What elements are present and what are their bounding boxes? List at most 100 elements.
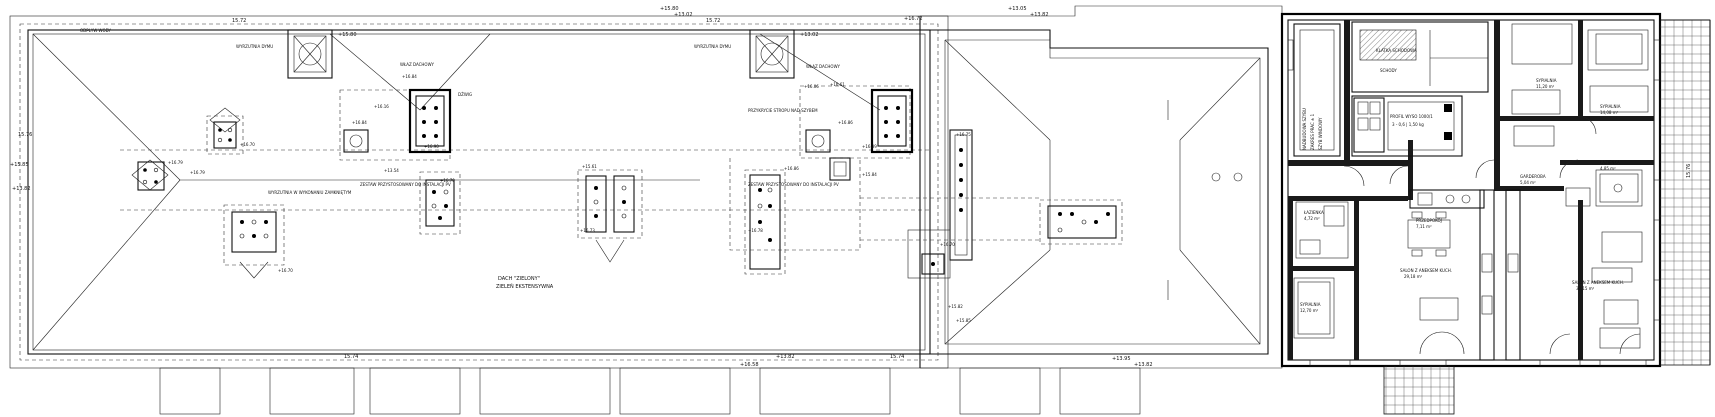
chimney: [223, 204, 285, 279]
room-name: SALON Z ANEKSEM KUCH.: [1400, 268, 1452, 273]
slab-note: PRZYKRYCIE STROPU NAD SZYBEM: [748, 108, 818, 113]
dining-table-right: [1591, 231, 1643, 349]
room-name: GARDEROBA: [1520, 174, 1546, 179]
level-annotations: +15.80 +13.02 15.72 +15.80 +13.02 15.72 …: [10, 6, 1692, 368]
level-label: 15.74: [890, 354, 904, 360]
bedroom-top: [1511, 23, 1649, 147]
elevator-shaft-left: [287, 29, 333, 79]
level-label: +16.39: [862, 144, 877, 149]
bathroom: [1565, 169, 1643, 207]
stair-core: [1293, 21, 1489, 157]
room-name: SYPIALNIA: [1600, 104, 1621, 109]
right-elevation: 15.76: [1686, 164, 1692, 178]
vent-closed-note: WYRZUTNIA W WYKONANIU ZAMKNIĘTYM: [268, 190, 352, 195]
dining-table-left: [1407, 211, 1459, 321]
room-name: ŁAZIENKA: [1303, 210, 1324, 215]
roof-notes: DACH "ZIELONY" ZIELEŃ EKSTENSYWNA WYRZUT…: [80, 28, 841, 290]
level-label: +16.70: [240, 142, 255, 147]
room-area: 14,08 m²: [1600, 110, 1619, 115]
level-label: +15.85: [956, 318, 971, 323]
level-label: 15.76: [18, 132, 32, 138]
level-label: +13.82: [776, 354, 795, 360]
chimney: [829, 157, 851, 181]
level-label: +16.70: [440, 178, 455, 183]
level-label: +15.61: [582, 164, 597, 169]
chimney: [131, 159, 169, 191]
room-name: ŁAZIENKA: [1599, 160, 1620, 165]
lift-dims: PROFIL WYSO 1000/1: [1390, 114, 1433, 119]
level-label: +15.84: [862, 172, 877, 177]
room-area: 7,11 m²: [1416, 224, 1432, 229]
windows: [1287, 39, 1661, 367]
level-label: +16.73: [580, 228, 595, 233]
level-label: +13.82: [1030, 12, 1049, 18]
level-label: +16.90: [424, 144, 439, 149]
room-area: 12,70 m²: [1300, 308, 1319, 313]
level-label: +16.84: [402, 74, 417, 79]
level-label: +16.61: [830, 82, 845, 87]
level-label: +15.82: [948, 304, 963, 309]
lobby-label: KLATKA SCHODOWA: [1376, 48, 1417, 53]
room-name: SYPIALNIA: [1300, 302, 1321, 307]
roof-middle: [920, 5, 1283, 369]
lift-note: SZYB WINDOWY: [1318, 117, 1323, 150]
room-area: 4,72 m²: [1304, 216, 1320, 221]
level-label: +16.78: [748, 228, 763, 233]
level-label: 15.72: [232, 18, 246, 24]
room-name: SALON Z ANEKSEM KUCH.: [1572, 280, 1624, 285]
bottom-bays: [159, 367, 1141, 415]
green-roof-sub: ZIELEŃ EKSTENSYWNA: [496, 283, 554, 290]
bathroom-left: [1293, 201, 1349, 339]
room-name: PRZEDPOKÓJ: [1416, 218, 1442, 223]
level-label: 15.74: [344, 354, 358, 360]
level-label: +13.82: [1134, 362, 1153, 368]
room-name: SYPIALNIA: [1536, 78, 1557, 83]
level-label: +15.80: [660, 6, 679, 12]
lift-note: NADBUDOWA SZYBU: [1302, 108, 1307, 150]
level-label: +16.86: [838, 120, 853, 125]
vent-strip: [907, 129, 973, 279]
chimney: [419, 171, 461, 235]
chimney: [577, 169, 643, 263]
room-area: 4,85 m²: [1600, 166, 1616, 171]
room-area: 5,04 m²: [1520, 180, 1536, 185]
room-area: 11,20 m²: [1536, 84, 1555, 89]
level-label: +15.80: [338, 32, 357, 38]
level-label: +16.58: [740, 362, 759, 368]
hatch-note: WŁAZ DACHOWY: [806, 64, 841, 69]
level-label: +16.84: [352, 120, 367, 125]
level-label: +16.79: [190, 170, 205, 175]
drain-note: ODPŁYW WODY: [80, 28, 112, 33]
level-label: +13.82: [12, 186, 31, 192]
chimney: [744, 169, 786, 275]
level-label: 15.72: [706, 18, 720, 24]
pv-note: ZESTAW PRZYSTOSOWANY DO INSTALACJI PV: [360, 182, 451, 187]
level-label: +16.16: [374, 104, 389, 109]
elevator-shaft-middle: [749, 29, 795, 79]
level-label: +16.75: [956, 132, 971, 137]
lift-dims: 3 - 0,6 | 1,50 kg: [1392, 122, 1424, 127]
elevator-note: DŹWIG: [458, 92, 472, 97]
level-label: +13.02: [674, 12, 693, 18]
level-label: +15.85: [10, 162, 29, 168]
vent-note: WYRZUTNIA DYMU: [236, 44, 273, 49]
green-roof-label: DACH "ZIELONY": [498, 276, 540, 282]
lift-note: ZAKRES PRAC ± 1: [1310, 113, 1315, 150]
apartment-floor-plan: [1280, 12, 1711, 415]
room-area: 30,15 m²: [1576, 286, 1595, 291]
stair-label: SCHODY: [1380, 68, 1397, 73]
chimney: [206, 107, 244, 155]
pv-note: ZESTAW PRZYSTOSOWANY DO INSTALACJI PV: [748, 182, 839, 187]
hatch-note: WŁAZ DACHOWY: [400, 62, 435, 67]
vent-note: WYRZUTNIA DYMU: [694, 44, 731, 49]
level-label: +16.70: [940, 242, 955, 247]
door-swings: [1343, 115, 1641, 355]
roof-hatch-left: [339, 88, 452, 161]
level-label: +16.06: [804, 84, 819, 89]
level-label: +16.72: [904, 16, 923, 22]
chimney: [1039, 199, 1123, 245]
room-labels: NADBUDOWA SZYBU ZAKRES PRAC ± 1 SZYB WIN…: [1300, 48, 1624, 313]
kitchen-left: [1409, 189, 1521, 361]
level-label: +13.95: [1112, 356, 1131, 362]
